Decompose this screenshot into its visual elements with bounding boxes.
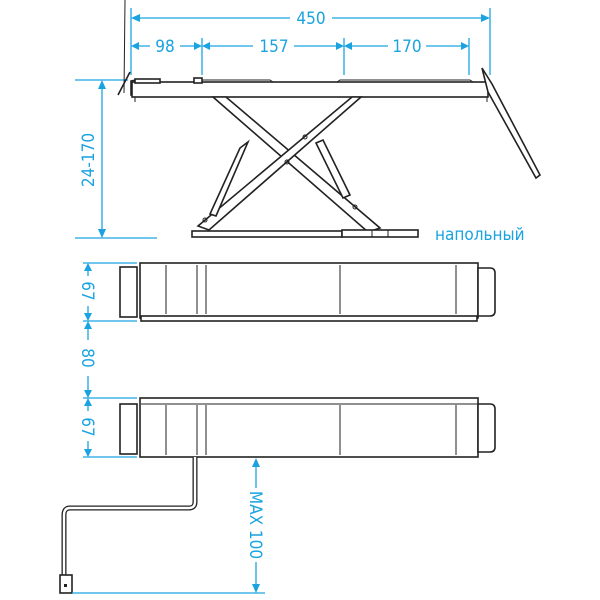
platform-top-1 (119, 262, 496, 322)
dimension-overall-length: 450 (130, 8, 491, 75)
height-range-label: 24-170 (79, 133, 99, 187)
control-cable (59, 457, 198, 594)
platform-top-2 (119, 397, 496, 458)
dimension-cable-length: MAX 100 (72, 458, 265, 594)
segment-3-label: 170 (392, 37, 421, 57)
platform-width-2-label: 67 (77, 417, 97, 436)
mount-type-label: напольный (435, 225, 525, 245)
platform-width-1-label: 67 (77, 281, 97, 300)
cable-length-label: MAX 100 (245, 491, 265, 559)
lift-side-view: напольный (117, 0, 542, 245)
dimension-height: 24-170 (75, 79, 157, 239)
gap-label: 80 (77, 348, 97, 367)
segment-2-label: 157 (259, 37, 288, 57)
segment-1-label: 98 (155, 37, 174, 57)
dimension-segments: 98 157 170 (131, 37, 470, 75)
overall-length-label: 450 (296, 9, 325, 29)
dimension-widths: 67 80 67 (77, 262, 137, 458)
